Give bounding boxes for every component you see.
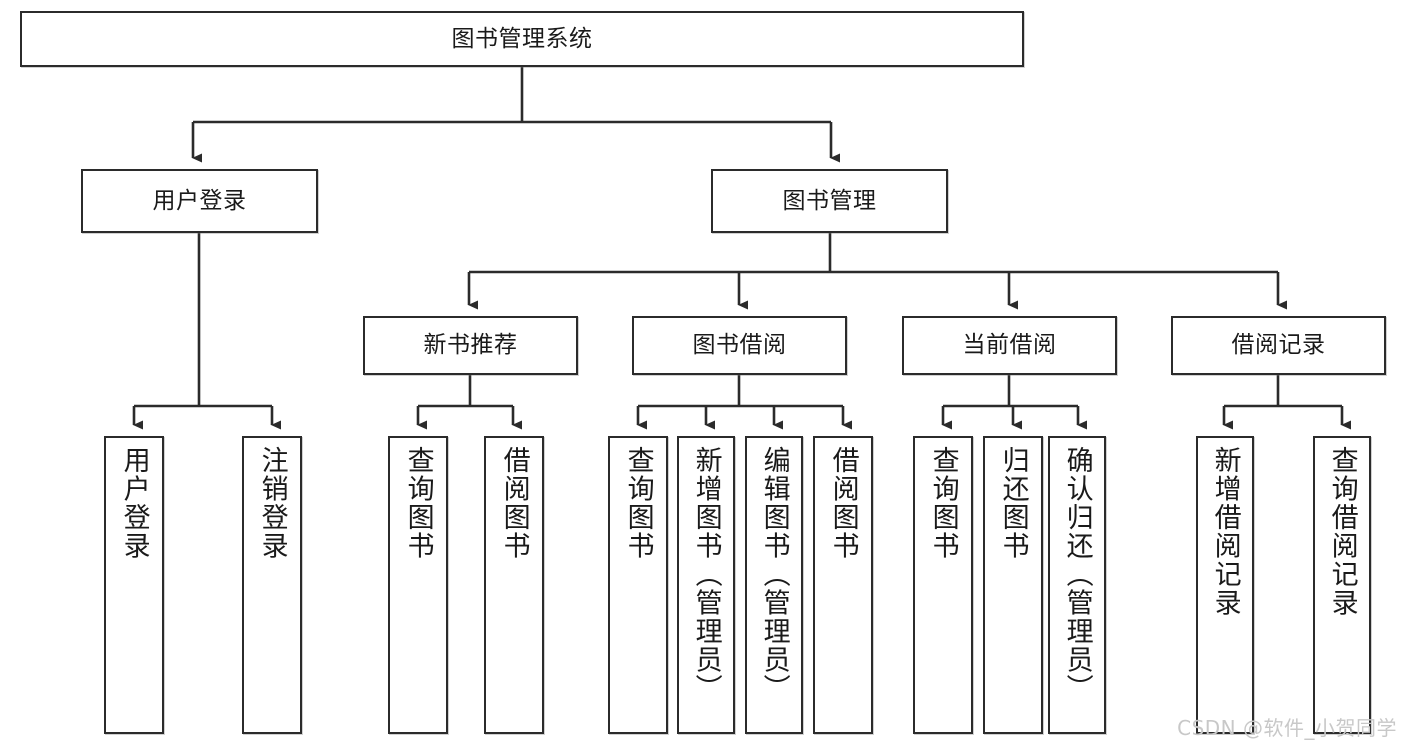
node-book-management-label: 图书管理: [782, 187, 877, 214]
leaf-label: 确认归还（管理员）: [1061, 446, 1093, 703]
leaf-borrow-record-query-record[interactable]: 查询借阅记录: [1313, 436, 1371, 734]
leaf-current-borrow-query-book[interactable]: 查询图书: [913, 436, 973, 734]
node-book-borrow-label: 图书借阅: [692, 332, 787, 359]
leaf-label: 新增借阅记录: [1209, 446, 1241, 617]
node-root[interactable]: 图书管理系统: [20, 11, 1024, 67]
node-current-borrow[interactable]: 当前借阅: [902, 316, 1117, 375]
node-new-book-recommend[interactable]: 新书推荐: [363, 316, 578, 375]
node-user-login[interactable]: 用户登录: [81, 169, 318, 233]
leaf-label: 用户登录: [118, 446, 150, 560]
leaf-label: 查询借阅记录: [1326, 446, 1358, 617]
leaf-current-borrow-confirm-return[interactable]: 确认归还（管理员）: [1048, 436, 1106, 734]
leaf-book-borrow-borrow-book[interactable]: 借阅图书: [813, 436, 873, 734]
leaf-label: 查询图书: [927, 446, 959, 560]
node-book-borrow[interactable]: 图书借阅: [632, 316, 847, 375]
leaf-current-borrow-return-book[interactable]: 归还图书: [983, 436, 1043, 734]
leaf-label: 归还图书: [997, 446, 1029, 560]
leaf-label: 查询图书: [402, 446, 434, 560]
leaf-label: 查询图书: [622, 446, 654, 560]
leaf-user-login-logout[interactable]: 注销登录: [242, 436, 302, 734]
leaf-label: 编辑图书（管理员）: [758, 446, 790, 703]
node-borrow-record-label: 借阅记录: [1231, 332, 1326, 359]
csdn-watermark: CSDN @软件_小贺同学: [1177, 716, 1397, 740]
leaf-label: 新增图书（管理员）: [690, 446, 722, 703]
leaf-borrow-record-add-record[interactable]: 新增借阅记录: [1196, 436, 1254, 734]
leaf-label: 注销登录: [256, 446, 288, 560]
node-user-login-label: 用户登录: [152, 187, 247, 214]
leaf-book-borrow-add-book[interactable]: 新增图书（管理员）: [677, 436, 735, 734]
node-borrow-record[interactable]: 借阅记录: [1171, 316, 1386, 375]
leaf-new-book-borrow-book[interactable]: 借阅图书: [484, 436, 544, 734]
leaf-label: 借阅图书: [498, 446, 530, 560]
node-current-borrow-label: 当前借阅: [962, 332, 1057, 359]
node-new-book-recommend-label: 新书推荐: [423, 332, 518, 359]
leaf-book-borrow-edit-book[interactable]: 编辑图书（管理员）: [745, 436, 803, 734]
leaf-book-borrow-query-book[interactable]: 查询图书: [608, 436, 668, 734]
leaf-label: 借阅图书: [827, 446, 859, 560]
leaf-new-book-query-book[interactable]: 查询图书: [388, 436, 448, 734]
node-book-management[interactable]: 图书管理: [711, 169, 948, 233]
leaf-user-login-login[interactable]: 用户登录: [104, 436, 164, 734]
node-root-label: 图书管理系统: [451, 25, 593, 52]
